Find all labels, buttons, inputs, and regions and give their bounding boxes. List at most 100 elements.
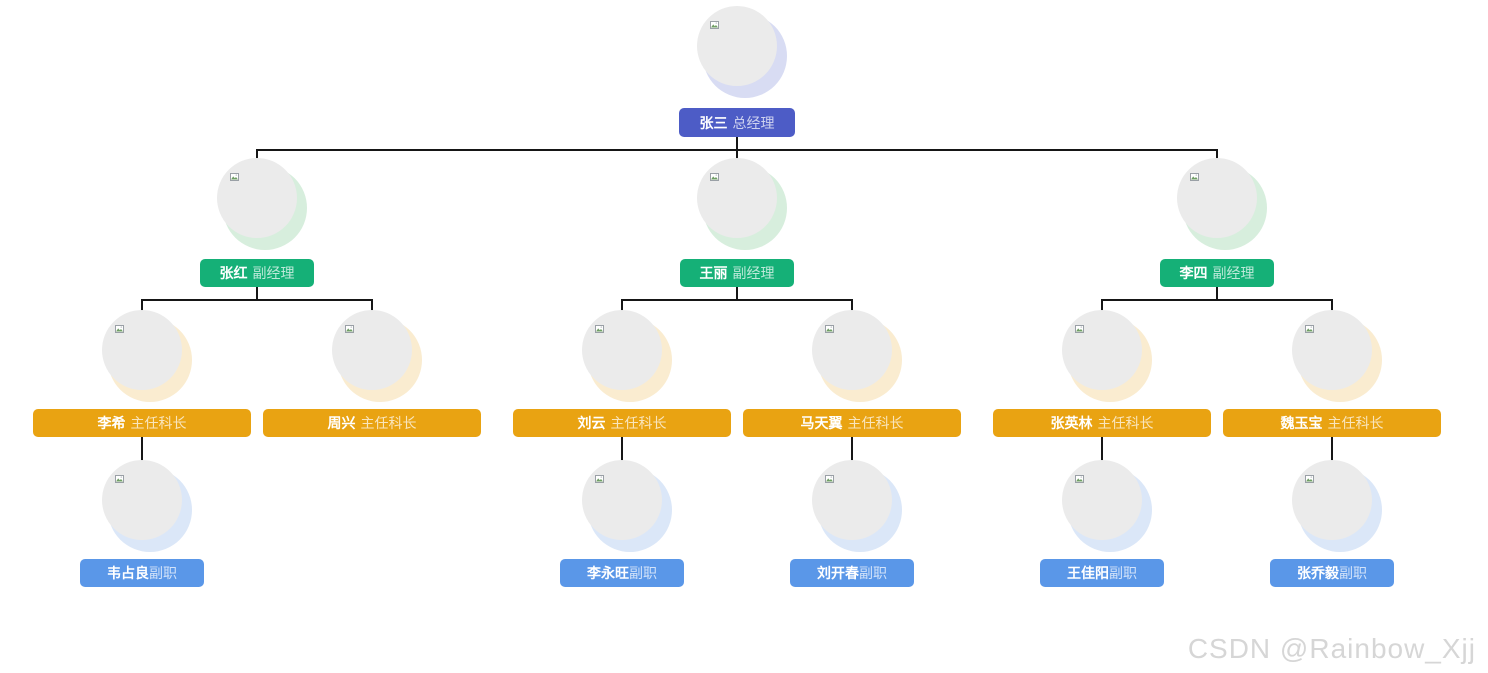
broken-image-icon	[115, 475, 124, 483]
broken-image-icon	[710, 21, 719, 29]
connector-line	[1331, 300, 1333, 315]
broken-image-icon	[1305, 475, 1314, 483]
employee-name: 韦占良	[107, 565, 149, 581]
connector-line	[851, 300, 853, 315]
connector-line	[1101, 437, 1103, 464]
node-badge-liyongwang[interactable]: 李永旺副职	[560, 559, 684, 587]
employee-title: 主任科长	[360, 415, 417, 431]
employee-name: 王丽	[699, 265, 728, 281]
avatar-liyongwang[interactable]	[582, 460, 674, 554]
node-badge-liukaichun[interactable]: 刘开春副职	[790, 559, 914, 587]
avatar-wangli[interactable]	[697, 158, 789, 252]
employee-title: 总经理	[732, 114, 775, 131]
employee-name: 张三	[699, 114, 728, 131]
connector-line	[1216, 150, 1218, 163]
connector-line	[621, 437, 623, 464]
avatar-zhangyinglin[interactable]	[1062, 310, 1154, 404]
employee-title: 主任科长	[130, 415, 187, 431]
employee-title: 副职	[1109, 565, 1137, 581]
connector-line	[736, 287, 738, 300]
employee-title: 主任科长	[847, 415, 904, 431]
employee-name: 李永旺	[587, 565, 629, 581]
avatar-lisi[interactable]	[1177, 158, 1269, 252]
connector-line	[621, 300, 623, 315]
employee-title: 主任科长	[1327, 415, 1384, 431]
watermark: CSDN @Rainbow_Xjj	[1187, 633, 1476, 664]
avatar-wangjiayang[interactable]	[1062, 460, 1154, 554]
broken-image-icon	[230, 173, 239, 181]
employee-name: 李希	[97, 415, 126, 431]
connector-line	[851, 437, 853, 464]
broken-image-icon	[710, 173, 719, 181]
broken-image-icon	[825, 325, 834, 333]
node-badge-lisi[interactable]: 李四副经理	[1160, 259, 1274, 287]
employee-name: 魏玉宝	[1280, 415, 1323, 431]
avatar-photo	[812, 460, 892, 540]
employee-title: 副职	[1339, 565, 1367, 581]
employee-title: 副经理	[252, 265, 295, 281]
avatar-photo	[102, 310, 182, 390]
avatar-matianyi[interactable]	[812, 310, 904, 404]
broken-image-icon	[825, 475, 834, 483]
node-badge-weizhanliang[interactable]: 韦占良副职	[80, 559, 204, 587]
avatar-lixi[interactable]	[102, 310, 194, 404]
connector-line	[1101, 299, 1333, 301]
avatar-photo	[1062, 460, 1142, 540]
node-badge-matianyi[interactable]: 马天翼主任科长	[743, 409, 961, 437]
employee-name: 马天翼	[800, 415, 843, 431]
node-badge-lixi[interactable]: 李希主任科长	[33, 409, 251, 437]
broken-image-icon	[345, 325, 354, 333]
avatar-photo	[217, 158, 297, 238]
employee-title: 副经理	[732, 265, 775, 281]
connector-line	[141, 300, 143, 315]
broken-image-icon	[595, 325, 604, 333]
employee-name: 李四	[1179, 265, 1208, 281]
avatar-photo	[1177, 158, 1257, 238]
connector-line	[736, 150, 738, 163]
avatar-photo	[812, 310, 892, 390]
connector-line	[621, 299, 853, 301]
connector-line	[141, 299, 373, 301]
connector-line	[141, 437, 143, 464]
broken-image-icon	[595, 475, 604, 483]
employee-title: 副职	[629, 565, 657, 581]
employee-name: 周兴	[327, 415, 356, 431]
employee-name: 王佳阳	[1067, 565, 1109, 581]
connector-line	[1101, 300, 1103, 315]
node-badge-zhanghong[interactable]: 张红副经理	[200, 259, 314, 287]
node-badge-zhangqiaoyi[interactable]: 张乔毅副职	[1270, 559, 1394, 587]
avatar-zhouxing[interactable]	[332, 310, 424, 404]
node-badge-wangjiayang[interactable]: 王佳阳副职	[1040, 559, 1164, 587]
node-badge-zhangyinglin[interactable]: 张英林主任科长	[993, 409, 1211, 437]
node-badge-zhouxing[interactable]: 周兴主任科长	[263, 409, 481, 437]
broken-image-icon	[1305, 325, 1314, 333]
avatar-weizhanliang[interactable]	[102, 460, 194, 554]
employee-name: 张乔毅	[1297, 565, 1339, 581]
employee-name: 刘开春	[817, 565, 859, 581]
node-badge-zhangsan[interactable]: 张三总经理	[679, 108, 795, 137]
avatar-liuyun[interactable]	[582, 310, 674, 404]
avatar-weiyubao[interactable]	[1292, 310, 1384, 404]
connector-line	[1331, 437, 1333, 464]
avatar-liukaichun[interactable]	[812, 460, 904, 554]
employee-title: 副职	[859, 565, 887, 581]
node-badge-wangli[interactable]: 王丽副经理	[680, 259, 794, 287]
connector-line	[371, 300, 373, 315]
avatar-photo	[332, 310, 412, 390]
employee-name: 张红	[219, 265, 248, 281]
node-badge-weiyubao[interactable]: 魏玉宝主任科长	[1223, 409, 1441, 437]
broken-image-icon	[1075, 325, 1084, 333]
avatar-photo	[1062, 310, 1142, 390]
avatar-zhanghong[interactable]	[217, 158, 309, 252]
employee-title: 主任科长	[610, 415, 667, 431]
avatar-photo	[697, 6, 777, 86]
node-badge-liuyun[interactable]: 刘云主任科长	[513, 409, 731, 437]
employee-title: 副经理	[1212, 265, 1255, 281]
avatar-photo	[582, 460, 662, 540]
connector-line	[1216, 287, 1218, 300]
avatar-photo	[697, 158, 777, 238]
employee-title: 副职	[149, 565, 177, 581]
avatar-zhangsan[interactable]	[697, 6, 789, 100]
avatar-zhangqiaoyi[interactable]	[1292, 460, 1384, 554]
